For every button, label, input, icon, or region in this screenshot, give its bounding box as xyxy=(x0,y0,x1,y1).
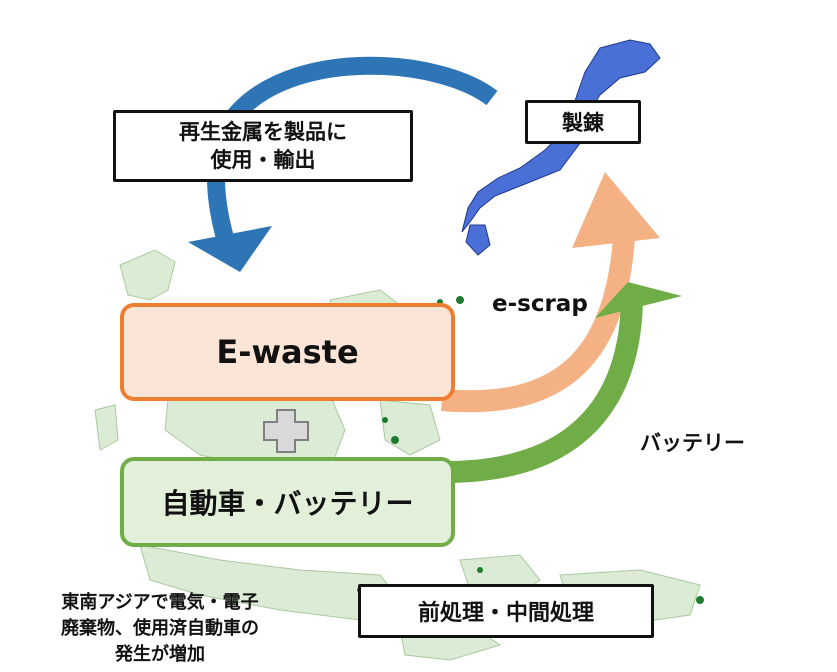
bottom-note-line3: 発生が増加 xyxy=(115,644,205,665)
orange-arrow-head xyxy=(572,172,660,248)
bottom-note-line1: 東南アジアで電気・電子 xyxy=(61,592,259,613)
smelting-label: 製錬 xyxy=(562,111,604,135)
battery-label: バッテリー xyxy=(640,431,745,455)
plus-icon xyxy=(263,409,309,453)
reuse-export-box: 再生金属を製品に 使用・輸出 xyxy=(113,110,413,182)
vehicle-battery-box: 自動車・バッテリー xyxy=(120,457,455,547)
reuse-export-line1: 再生金属を製品に xyxy=(179,120,347,144)
orange-escrap-arrow xyxy=(441,219,636,413)
preprocess-box: 前処理・中間処理 xyxy=(358,584,654,638)
ewaste-label: E-waste xyxy=(216,333,359,371)
ewaste-box: E-waste xyxy=(120,303,455,401)
green-battery-arrow xyxy=(449,299,643,483)
blue-return-arrow xyxy=(207,56,498,241)
bottom-note-line2: 廃棄物、使用済自動車の xyxy=(61,618,259,639)
reuse-export-line2: 使用・輸出 xyxy=(210,148,316,172)
blue-arrow-head xyxy=(188,226,272,272)
japan-kyushu xyxy=(465,224,491,256)
bottom-note: 東南アジアで電気・電子 廃棄物、使用済自動車の 発生が増加 xyxy=(40,590,280,668)
escrap-label: e-scrap xyxy=(492,291,588,317)
vehicle-battery-label: 自動車・バッテリー xyxy=(161,487,414,520)
green-arrow-head xyxy=(595,282,682,318)
preprocess-label: 前処理・中間処理 xyxy=(417,601,594,626)
smelting-box: 製錬 xyxy=(525,100,641,144)
